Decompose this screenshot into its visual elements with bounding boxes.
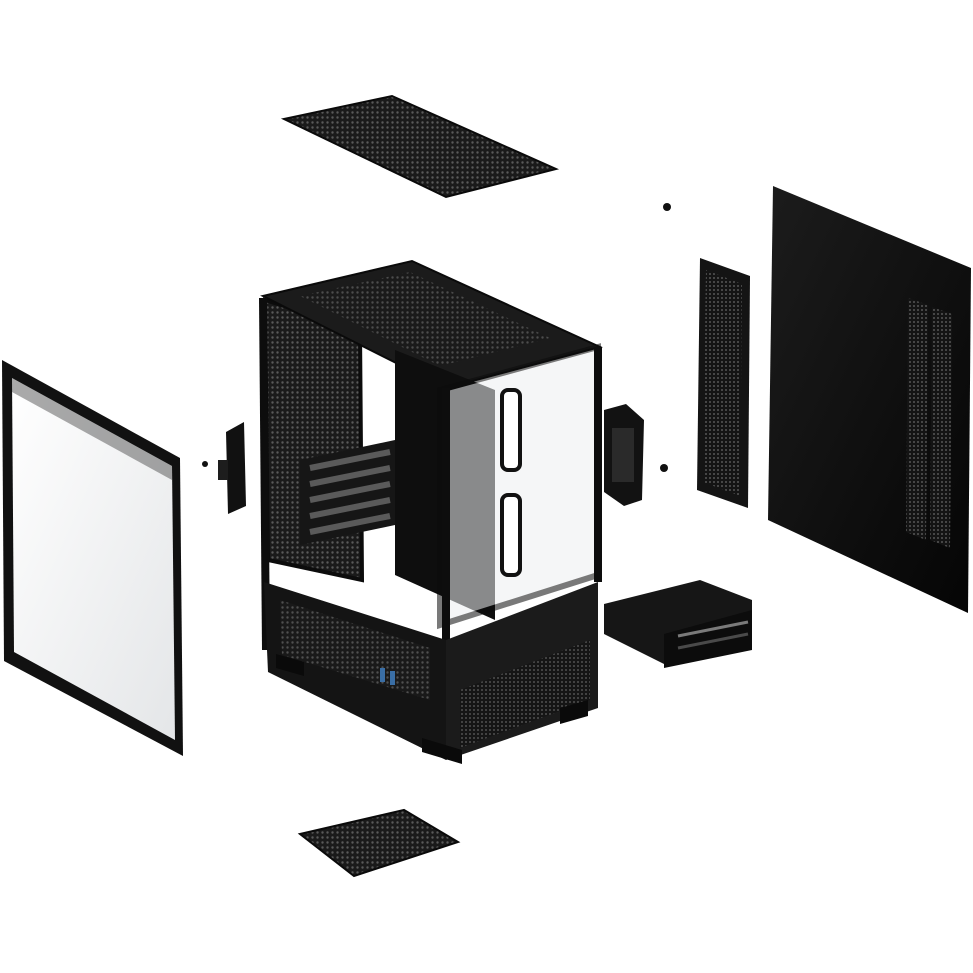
screws: [660, 203, 671, 472]
left-glass-side-panel: [2, 360, 183, 756]
ssd-mount-bracket: [604, 404, 644, 506]
left-gpu-bracket: [202, 422, 246, 514]
side-mesh-filter: [697, 258, 750, 508]
top-dust-filter: [280, 94, 560, 199]
right-steel-side-panel: [768, 186, 971, 613]
chassis-frame: [259, 259, 603, 764]
drive-cage: [604, 580, 752, 668]
bottom-dust-filter: [297, 808, 461, 878]
front-glass-panel: [437, 343, 601, 630]
expansion-slots: [300, 440, 395, 545]
